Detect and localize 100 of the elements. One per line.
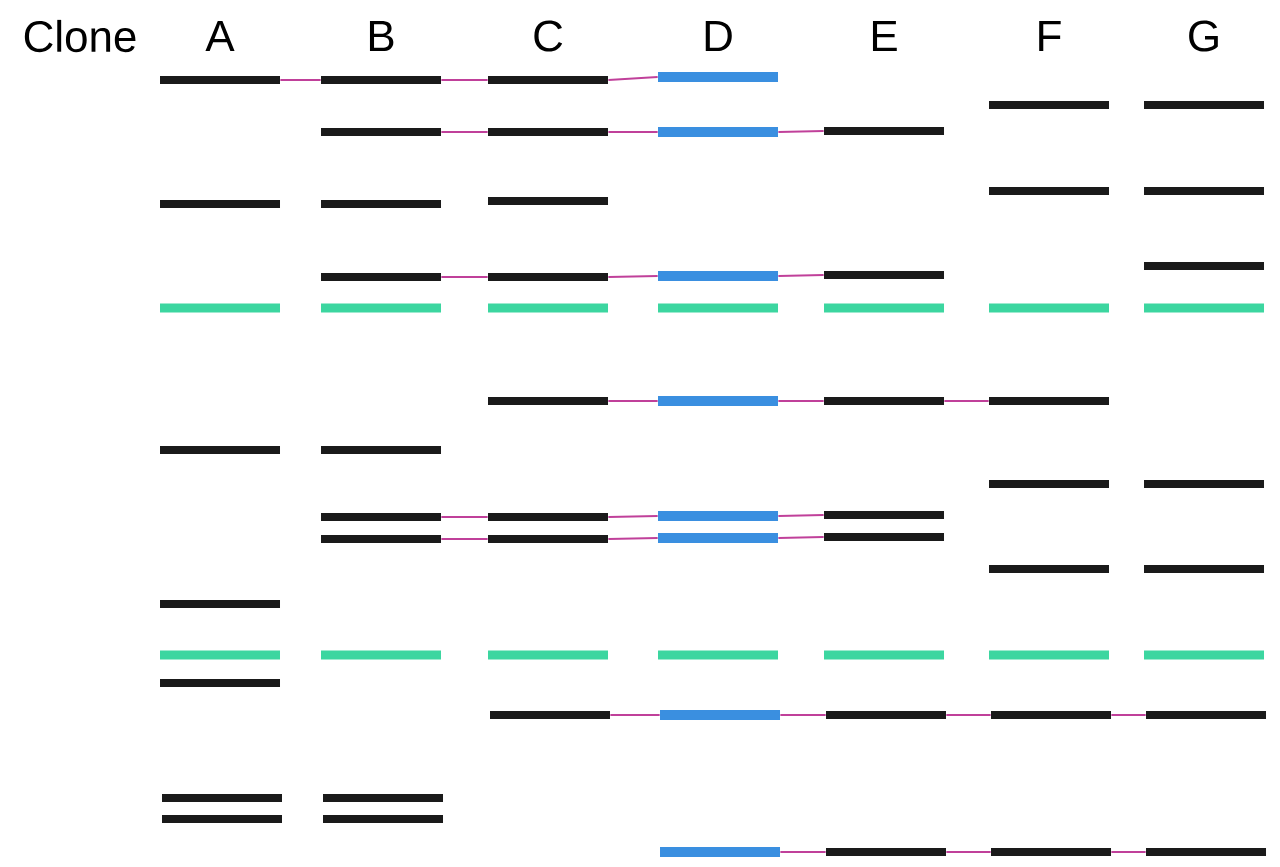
band-bar	[488, 76, 608, 84]
band-bar	[658, 271, 778, 281]
band-bar	[824, 511, 944, 519]
band-bar	[160, 679, 280, 687]
band-bar	[488, 197, 608, 205]
connector-line	[607, 515, 659, 518]
band-bar	[658, 72, 778, 82]
band-bar	[989, 397, 1109, 405]
connector-line	[607, 537, 659, 540]
connector-line	[779, 714, 827, 716]
band-bar	[321, 650, 441, 660]
band-bar	[323, 815, 443, 823]
band-bar	[660, 847, 780, 857]
band-bar	[1144, 480, 1264, 488]
row-heading: Clone	[24, 19, 136, 53]
connector-line	[779, 851, 827, 853]
band-bar	[989, 650, 1109, 660]
connector-line	[607, 275, 659, 278]
band-bar	[488, 397, 608, 405]
connector-line	[943, 400, 990, 402]
column-label: A	[205, 20, 235, 52]
column-label: G	[1189, 20, 1218, 52]
band-bar	[488, 650, 608, 660]
column-label: E	[872, 20, 897, 52]
connector-line	[440, 516, 489, 518]
band-bar	[160, 600, 280, 608]
band-bar	[1144, 262, 1264, 270]
band-bar	[321, 535, 441, 543]
band-bar	[658, 396, 778, 406]
band-bar	[321, 273, 441, 281]
band-bar	[321, 513, 441, 521]
band-bar	[658, 650, 778, 660]
band-bar	[1144, 303, 1264, 313]
band-bar	[1144, 650, 1264, 660]
band-bar	[160, 650, 280, 660]
band-bar	[989, 101, 1109, 109]
band-bar	[1144, 101, 1264, 109]
connector-line	[607, 76, 659, 81]
band-bar	[160, 76, 280, 84]
band-bar	[658, 511, 778, 521]
connector-line	[945, 851, 992, 853]
band-bar	[160, 446, 280, 454]
connector-line	[607, 400, 659, 402]
band-bar	[490, 711, 610, 719]
connector-line	[777, 400, 825, 402]
band-bar	[321, 128, 441, 136]
band-bar	[824, 650, 944, 660]
band-bar	[162, 815, 282, 823]
band-bar	[658, 303, 778, 313]
band-bar	[826, 711, 946, 719]
connector-line	[440, 79, 489, 81]
band-bar	[824, 127, 944, 135]
band-bar	[991, 711, 1111, 719]
band-bar	[1146, 848, 1266, 856]
band-bar	[488, 535, 608, 543]
band-bar	[1144, 187, 1264, 195]
band-bar	[989, 565, 1109, 573]
column-label: F	[1039, 20, 1061, 52]
band-bar	[824, 303, 944, 313]
band-bar	[991, 848, 1111, 856]
band-bar	[824, 397, 944, 405]
band-bar	[826, 848, 946, 856]
connector-line	[1110, 851, 1147, 853]
band-bar	[658, 127, 778, 137]
column-label: B	[369, 20, 394, 52]
band-bar	[824, 271, 944, 279]
band-bar	[658, 533, 778, 543]
band-bar	[989, 187, 1109, 195]
band-bar	[321, 446, 441, 454]
column-label: C	[534, 20, 563, 52]
band-bar	[321, 76, 441, 84]
connector-line	[440, 538, 489, 540]
connector-line	[609, 714, 661, 716]
band-bar	[160, 200, 280, 208]
band-bar	[488, 273, 608, 281]
band-bar	[989, 303, 1109, 313]
band-bar	[824, 533, 944, 541]
band-bar	[1144, 565, 1264, 573]
connector-line	[440, 131, 489, 133]
connector-line	[945, 714, 992, 716]
band-bar	[1146, 711, 1266, 719]
connector-line	[440, 276, 489, 278]
band-bar	[162, 794, 282, 802]
band-bar	[321, 200, 441, 208]
connector-line	[777, 514, 825, 517]
band-bar	[488, 513, 608, 521]
connector-line	[777, 274, 825, 277]
band-bar	[488, 303, 608, 313]
band-bar	[321, 303, 441, 313]
connector-line	[777, 536, 825, 539]
connector-line	[607, 131, 659, 133]
band-bar	[160, 303, 280, 313]
band-bar	[660, 710, 780, 720]
band-bar	[989, 480, 1109, 488]
connector-line	[1110, 714, 1147, 716]
connector-line	[777, 130, 825, 133]
column-label: D	[705, 20, 732, 52]
band-bar	[488, 128, 608, 136]
band-bar	[323, 794, 443, 802]
connector-line	[279, 79, 322, 81]
